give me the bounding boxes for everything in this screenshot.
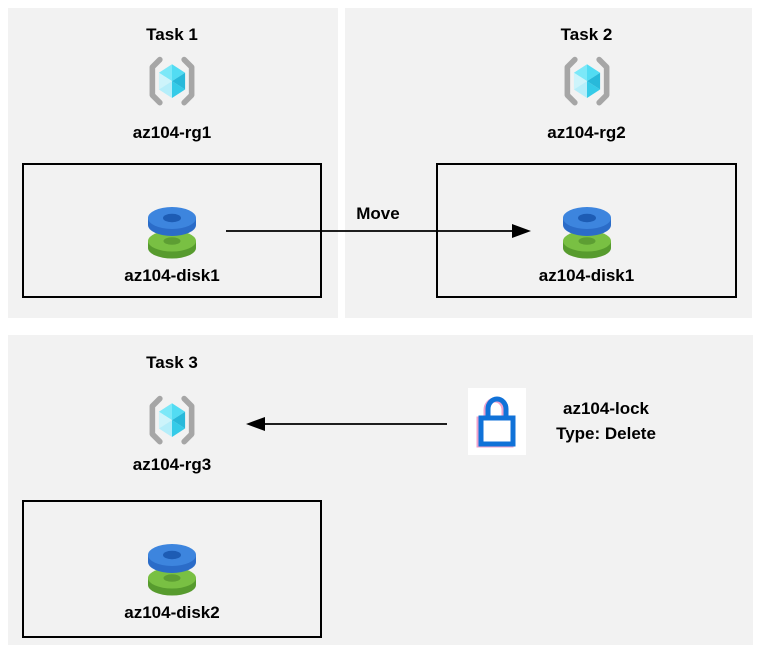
task1-column: Task 1 az104-rg1 xyxy=(22,8,322,318)
task1-resource-group-label: az104-rg1 xyxy=(132,123,212,142)
task3-panel: Task 3 az104-rg3 xyxy=(8,335,753,645)
lock-label: az104-lock Type: Delete xyxy=(536,396,676,446)
task3-disk-box: az104-disk2 xyxy=(22,500,322,638)
task2-disk-box: az104-disk1 xyxy=(436,163,737,298)
task1-panel: Task 1 az104-rg1 xyxy=(8,8,338,318)
task1-disk-box: az104-disk1 xyxy=(22,163,322,298)
disk-icon xyxy=(148,207,196,259)
task2-disk-label: az104-disk1 xyxy=(538,266,635,285)
task1-disk-label: az104-disk1 xyxy=(124,266,220,285)
disk-icon xyxy=(562,207,611,259)
move-arrow-label: Move xyxy=(356,204,400,223)
task3-title: Task 3 xyxy=(146,353,198,372)
task3-disk-label: az104-disk2 xyxy=(124,603,220,622)
task2-column: Task 2 az104-rg2 xyxy=(436,8,737,318)
disk-icon xyxy=(148,544,196,596)
task2-title: Task 2 xyxy=(560,25,613,44)
resource-group-icon xyxy=(564,56,609,106)
task2-resource-group-label: az104-rg2 xyxy=(547,123,626,142)
resource-group-icon xyxy=(149,395,195,445)
lock-type: Type: Delete xyxy=(556,424,656,443)
lock-chip xyxy=(468,388,526,455)
lock-name: az104-lock xyxy=(563,399,649,418)
task2-panel: Task 2 az104-rg2 xyxy=(345,8,752,318)
task3-column: Task 3 az104-rg3 xyxy=(22,335,322,645)
lock-icon xyxy=(478,396,516,446)
task3-resource-group-label: az104-rg3 xyxy=(132,455,212,474)
task1-title: Task 1 xyxy=(146,25,198,44)
resource-group-icon xyxy=(149,56,195,106)
